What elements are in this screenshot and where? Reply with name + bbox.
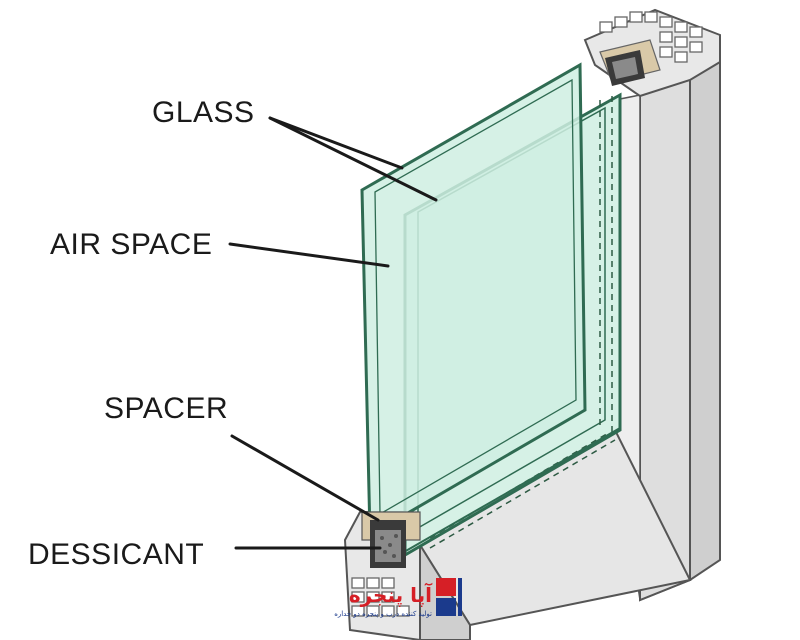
spacer-label: SPACER [104,392,228,425]
glass-label: GLASS [152,96,255,129]
glass-leader-front [268,116,404,170]
glass-leader-back [268,116,438,202]
air-space-leader [228,242,390,268]
brand-logo: آپا پنجره تولید کننده درب و پنجره دو جدا… [334,578,462,618]
air-space-label: AIR SPACE [50,228,212,261]
spacer-lines [403,96,621,553]
leader-lines [228,116,438,550]
logo-title: آپا پنجره [349,582,433,608]
logo-subtitle: تولید کننده درب و پنجره دو جداره [334,610,432,618]
frame-top-profile [583,8,721,98]
window-frame [343,8,721,640]
desiccant-label: DESSICANT [28,538,204,571]
front-glass-pane [360,62,587,538]
spacer-leader [230,434,380,522]
